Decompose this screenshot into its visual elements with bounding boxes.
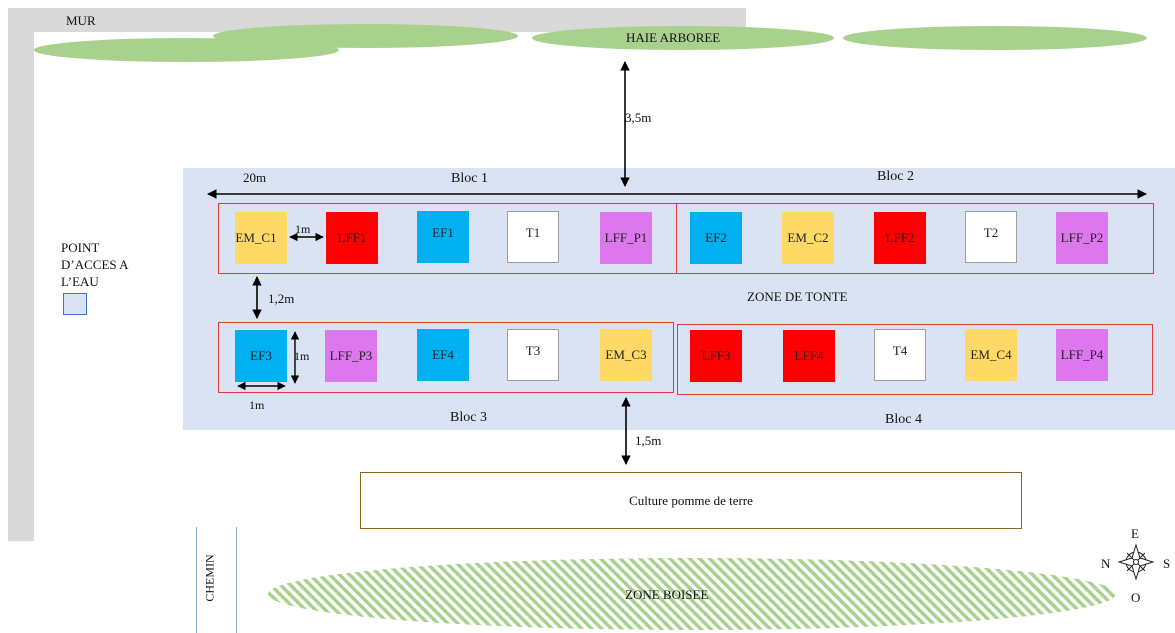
hedge-label: HAIE ARBOREE: [626, 30, 721, 45]
distance-plot-height: 1m: [294, 349, 310, 363]
bloc-3-frame: [218, 322, 674, 393]
wall-label: MUR: [66, 13, 96, 28]
plot-ef3: EF3: [235, 330, 287, 382]
woods-label: ZONE BOISEE: [625, 587, 709, 602]
plot-em-c4: EM_C4: [965, 329, 1017, 381]
path-edge-left: [196, 527, 197, 633]
plot-lff3: LFF3: [690, 330, 742, 382]
plot-lff-p2: LFF_P2: [1056, 212, 1108, 264]
compass-icon: [1117, 543, 1155, 581]
bloc-3-label: Bloc 3: [450, 410, 487, 425]
distance-plot-spacing: 1m: [295, 222, 311, 236]
bloc-2-label: Bloc 2: [877, 169, 914, 184]
compass-north-label: N: [1101, 556, 1111, 571]
mow-zone-label: ZONE DE TONTE: [747, 289, 848, 304]
plot-ef2: EF2: [690, 212, 742, 264]
potato-crop-area: Culture pomme de terre: [360, 472, 1022, 529]
bloc-4-label: Bloc 4: [885, 412, 922, 427]
hedge-shape: [843, 26, 1147, 50]
plot-ef4: EF4: [417, 329, 469, 381]
distance-blocks-to-potato: 1,5m: [635, 433, 662, 448]
path-edge-right: [236, 527, 237, 633]
plot-t1: T1: [507, 211, 559, 263]
plot-t3: T3: [507, 329, 559, 381]
plot-lff4: LFF4: [783, 330, 835, 382]
plot-lff2: LFF2: [874, 212, 926, 264]
distance-width-total: 20m: [243, 170, 267, 185]
plot-lff-p1: LFF_P1: [600, 212, 652, 264]
distance-between-rows: 1,2m: [268, 291, 295, 306]
bloc-2-frame: [676, 203, 1154, 274]
plot-t4: T4: [874, 329, 926, 381]
compass-south-label: S: [1163, 556, 1171, 571]
bloc-4-frame: [677, 324, 1153, 395]
plot-lff1: LFF1: [326, 212, 378, 264]
water-point-label-2: D’ACCES A: [61, 257, 129, 272]
plot-ef1: EF1: [417, 211, 469, 263]
distance-plot-width: 1m: [249, 398, 265, 412]
plot-lff-p3: LFF_P3: [325, 330, 377, 382]
hedge-shape: [213, 24, 518, 48]
plot-em-c1: EM_C1: [235, 212, 287, 264]
compass-east-label: E: [1131, 526, 1139, 541]
wall-left: [8, 8, 34, 541]
distance-hedge-to-blocks: 3,5m: [625, 110, 652, 125]
compass-west-label: O: [1131, 590, 1141, 605]
plot-em-c2: EM_C2: [782, 212, 834, 264]
plot-lff-p4: LFF_P4: [1056, 329, 1108, 381]
water-point-label-1: POINT: [61, 240, 100, 255]
path-label: CHEMIN: [202, 554, 217, 602]
water-point-label-3: L’EAU: [61, 274, 99, 289]
plot-em-c3: EM_C3: [600, 329, 652, 381]
bloc-1-label: Bloc 1: [451, 171, 488, 186]
water-point-marker: [63, 293, 87, 315]
hedge-shape: [532, 26, 834, 50]
plot-t2: T2: [965, 211, 1017, 263]
